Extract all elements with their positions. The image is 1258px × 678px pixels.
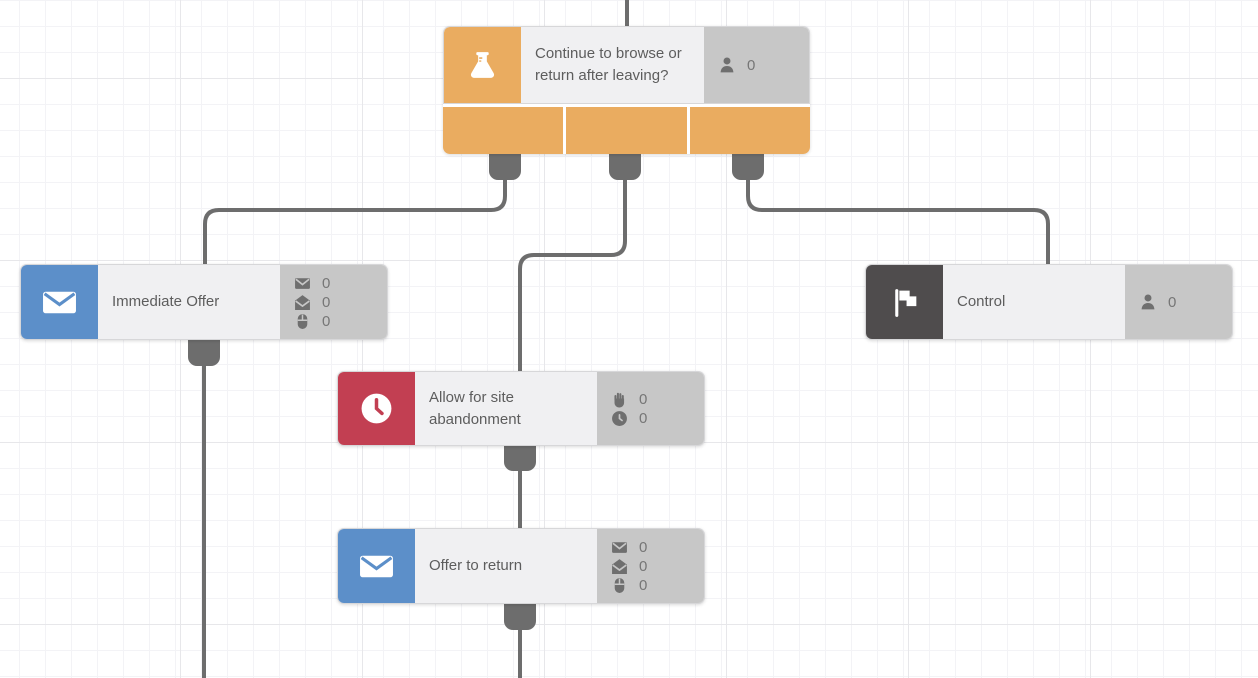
stat-waiting: 0 [611, 391, 704, 408]
stat-email-click: 0 [294, 313, 387, 330]
node-stats: 0 0 [597, 372, 704, 445]
node-offer-to-return[interactable]: Offer to return 0 0 0 [337, 528, 705, 604]
edge-branch-b-to-site-abandonment [518, 168, 627, 376]
node-title: Immediate Offer [112, 293, 220, 311]
wait-hand-icon [611, 391, 628, 408]
node-immediate-offer[interactable]: Immediate Offer 0 0 0 [20, 264, 388, 340]
stat-email-open: 0 [611, 558, 704, 575]
stat-value: 0 [322, 293, 331, 311]
stat-value: 0 [1168, 293, 1177, 311]
branch-row: A B C [443, 104, 810, 154]
email-open-icon [611, 558, 628, 575]
node-title: Control [957, 293, 1006, 311]
anchor-site-abandonment-out[interactable] [504, 441, 536, 471]
condition-icon-block [338, 372, 415, 445]
stat-email-click: 0 [611, 577, 704, 594]
email-icon-block [21, 265, 98, 339]
anchor-immediate-offer-out[interactable] [188, 336, 220, 366]
anchor-branch-b[interactable] [609, 150, 641, 180]
node-title: Allow for site abandonment [429, 388, 521, 428]
stat-value: 0 [639, 576, 648, 594]
stat-value: 0 [639, 390, 648, 408]
email-sent-icon [294, 275, 311, 292]
node-site-abandonment[interactable]: Allow for site abandonment 0 0 [337, 371, 705, 446]
flag-icon [895, 288, 917, 317]
node-stats: 0 0 0 [280, 265, 387, 339]
timer-icon [611, 410, 628, 427]
anchor-branch-a[interactable] [489, 150, 521, 180]
node-ab-test-main: Continue to browse or return after leavi… [443, 26, 810, 104]
edge-branch-a-to-immediate-offer [203, 168, 507, 270]
ab-test-icon-block [444, 27, 521, 103]
stat-value: 0 [322, 274, 331, 292]
node-control[interactable]: Control 0 [865, 264, 1233, 340]
node-stats: 0 [704, 27, 809, 103]
node-title: Continue to browse or return after leavi… [535, 45, 682, 84]
clock-icon [361, 393, 392, 424]
node-stats: 0 [1125, 265, 1232, 339]
stat-email-sent: 0 [294, 275, 387, 292]
stat-value: 0 [639, 409, 648, 427]
stat-value: 0 [747, 56, 756, 74]
anchor-branch-c[interactable] [732, 150, 764, 180]
email-open-icon [294, 294, 311, 311]
stat-email-open: 0 [294, 294, 387, 311]
branch-c-button[interactable]: C [689, 107, 810, 154]
email-sent-icon [611, 539, 628, 556]
node-title: Offer to return [429, 557, 523, 575]
branch-b-button[interactable]: B [566, 107, 687, 154]
contact-icon [718, 56, 736, 74]
branch-a-button[interactable]: A [443, 107, 564, 154]
stat-contacts: 0 [1139, 293, 1232, 311]
anchor-offer-to-return-out[interactable] [504, 600, 536, 630]
stat-contacts: 0 [718, 56, 809, 74]
control-icon-block [866, 265, 943, 339]
contact-icon [1139, 293, 1157, 311]
stat-scheduled: 0 [611, 410, 704, 427]
flask-icon [470, 51, 495, 78]
node-ab-test-decision[interactable]: Continue to browse or return after leavi… [443, 26, 810, 154]
edge-branch-c-to-control [746, 168, 1050, 270]
mouse-click-icon [611, 577, 628, 594]
envelope-icon [43, 291, 76, 313]
stat-email-sent: 0 [611, 539, 704, 556]
envelope-icon [360, 555, 393, 577]
stat-value: 0 [639, 538, 648, 556]
email-icon-block [338, 529, 415, 603]
node-stats: 0 0 0 [597, 529, 704, 603]
stat-value: 0 [322, 312, 331, 330]
stat-value: 0 [639, 557, 648, 575]
mouse-click-icon [294, 313, 311, 330]
